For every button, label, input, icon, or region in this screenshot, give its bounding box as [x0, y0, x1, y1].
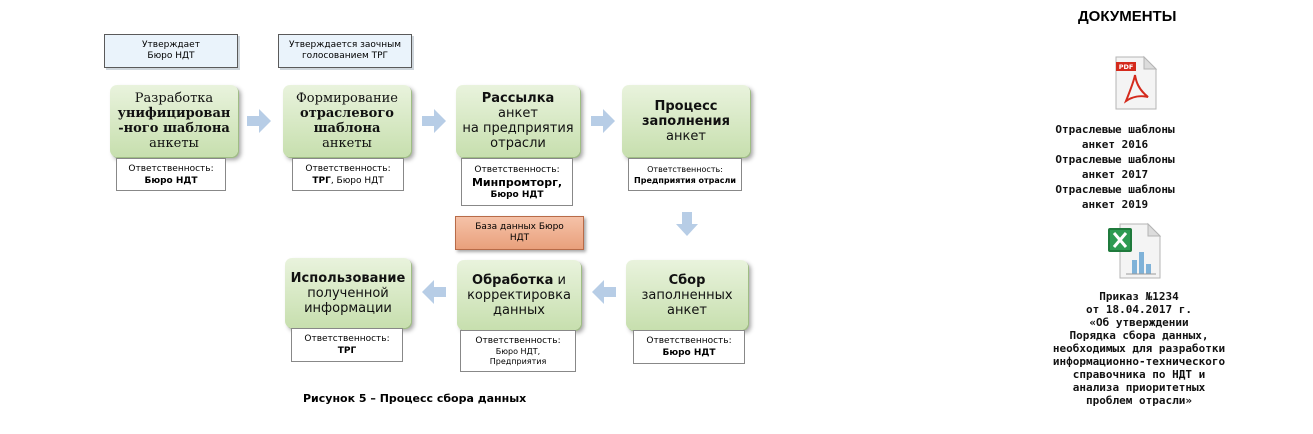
- note-line: Утверждается заочным: [288, 40, 402, 50]
- order-line: анализа приоритетных: [1072, 381, 1206, 394]
- note-line: голосованием ТРГ: [301, 51, 389, 61]
- responsibility-box: Ответственность: ТРГ: [291, 328, 403, 362]
- flow-arrow-right-icon: [422, 109, 446, 133]
- stage-line: Использование: [290, 270, 406, 286]
- stage-line: унифицирован: [117, 106, 231, 121]
- documents-heading: ДОКУМЕНТЫ: [1078, 8, 1177, 25]
- doc-link-line[interactable]: Отраслевые шаблоны: [1055, 183, 1175, 196]
- stage-line: анкет: [666, 128, 706, 144]
- order-line: Приказ №1234: [1099, 290, 1179, 303]
- flow-arrow-down-icon: [676, 212, 698, 236]
- responsibility-value: Предприятия отрасли: [634, 175, 736, 185]
- order-document-description[interactable]: Приказ №1234 от 18.04.2017 г. «Об утверж…: [1026, 290, 1252, 407]
- figure-caption: Рисунок 5 – Процесс сбора данных: [303, 392, 527, 405]
- database-line: База данных Бюро: [475, 222, 564, 232]
- doc-link-line[interactable]: анкет 2016: [1081, 138, 1149, 151]
- responsibility-value: Бюро НДТ,: [495, 347, 541, 356]
- responsibility-value: , Бюро НДТ: [330, 175, 384, 186]
- stage-line: и: [553, 272, 566, 288]
- responsibility-label: Ответственность:: [475, 336, 561, 346]
- stage-line: шаблона: [313, 121, 381, 136]
- stage-mailing: Рассылка анкет на предприятия отрасли: [456, 85, 580, 157]
- doc-link-line[interactable]: Отраслевые шаблоны: [1055, 153, 1175, 166]
- responsibility-box: Ответственность: Бюро НДТ: [633, 330, 745, 364]
- stage-line: -ного шаблона: [118, 121, 230, 136]
- stage-line: корректировка: [467, 287, 571, 303]
- database-line: НДТ: [509, 233, 530, 243]
- responsibility-box: Ответственность: Бюро НДТ: [116, 158, 226, 191]
- responsibility-value: Бюро НДТ: [144, 175, 198, 186]
- stage-filling-process: Процесс заполнения анкет: [622, 85, 750, 157]
- responsibility-label: Ответственность:: [305, 163, 391, 174]
- stage-line: заполненных: [641, 287, 733, 303]
- stage-line: Разработка: [134, 91, 214, 106]
- order-line: от 18.04.2017 г.: [1086, 303, 1192, 316]
- flow-arrow-right-icon: [591, 109, 615, 133]
- stage-line: Процесс: [654, 98, 718, 114]
- responsibility-value: Минпромторг,: [471, 175, 562, 189]
- order-line: проблем отрасли»: [1086, 394, 1192, 407]
- stage-line: отрасли: [490, 136, 546, 151]
- doc-link-line[interactable]: Отраслевые шаблоны: [1055, 123, 1175, 136]
- responsibility-label: Ответственность:: [304, 334, 390, 344]
- stage-line: анкеты: [149, 136, 199, 151]
- order-line: Порядка сбора данных,: [1069, 329, 1209, 342]
- stage-line: анкет: [498, 106, 538, 121]
- database-box: База данных Бюро НДТ: [455, 216, 584, 250]
- responsibility-label: Ответственность:: [474, 164, 560, 175]
- stage-line: Рассылка: [481, 91, 555, 106]
- doc-link-line[interactable]: анкет 2017: [1081, 168, 1149, 181]
- stage-line: Сбор: [668, 272, 706, 288]
- responsibility-value: ТРГ: [337, 346, 357, 356]
- responsibility-box: Ответственность: Бюро НДТ, Предприятия: [460, 330, 576, 372]
- stage-line: заполнения: [642, 113, 730, 129]
- approval-note-ndt-bureau: Утверждает Бюро НДТ: [104, 34, 238, 68]
- note-line: Утверждает: [142, 40, 200, 50]
- flow-arrow-left-icon: [592, 280, 616, 304]
- flow-arrow-left-icon: [422, 280, 446, 304]
- order-line: информационно-технического: [1052, 355, 1226, 368]
- stage-line: данных: [493, 302, 545, 318]
- responsibility-label: Ответственность:: [646, 336, 732, 346]
- stage-line: Формирование: [296, 91, 398, 106]
- stage-line: отраслевого: [300, 106, 394, 121]
- stage-line: на предприятия: [462, 121, 574, 136]
- responsibility-value: ТРГ: [312, 175, 331, 186]
- doc-link-line[interactable]: анкет 2019: [1081, 198, 1149, 211]
- responsibility-box: Ответственность: Предприятия отрасли: [628, 158, 742, 191]
- responsibility-value: Бюро НДТ: [662, 348, 716, 358]
- responsibility-box: Ответственность: Минпромторг, Бюро НДТ: [461, 158, 573, 206]
- note-line: Бюро НДТ: [147, 51, 195, 61]
- responsibility-value: Бюро НДТ: [490, 189, 544, 200]
- excel-file-icon[interactable]: [1106, 222, 1162, 280]
- stage-line: полученной: [307, 285, 389, 301]
- responsibility-value: Предприятия: [489, 357, 547, 366]
- responsibility-label: Ответственность:: [128, 163, 214, 174]
- pdf-file-icon[interactable]: PDF: [1114, 55, 1158, 111]
- responsibility-label: Ответственность:: [647, 164, 723, 174]
- stage-line: анкет: [667, 302, 707, 318]
- industry-templates-links[interactable]: Отраслевые шаблоны анкет 2016 Отраслевые…: [1050, 122, 1180, 212]
- stage-line: анкеты: [322, 136, 372, 151]
- stage-template-development: Разработка унифицирован -ного шаблона ан…: [110, 85, 238, 157]
- flow-arrow-right-icon: [247, 109, 271, 133]
- order-line: необходимых для разработки: [1052, 342, 1226, 355]
- order-line: «Об утверждении: [1089, 316, 1189, 329]
- stage-collection: Сбор заполненных анкет: [626, 260, 748, 330]
- approval-note-trg-vote: Утверждается заочным голосованием ТРГ: [278, 34, 412, 68]
- responsibility-box: Ответственность: ТРГ, Бюро НДТ: [292, 158, 404, 191]
- stage-usage: Использование полученной информации: [285, 258, 411, 328]
- pdf-badge-label: PDF: [1119, 63, 1134, 71]
- stage-line: информации: [304, 300, 392, 316]
- order-line: справочника по НДТ и: [1072, 368, 1206, 381]
- stage-line: Обработка: [472, 272, 554, 288]
- stage-processing: Обработка и корректировка данных: [457, 260, 581, 330]
- stage-industry-template: Формирование отраслевого шаблона анкеты: [283, 85, 411, 157]
